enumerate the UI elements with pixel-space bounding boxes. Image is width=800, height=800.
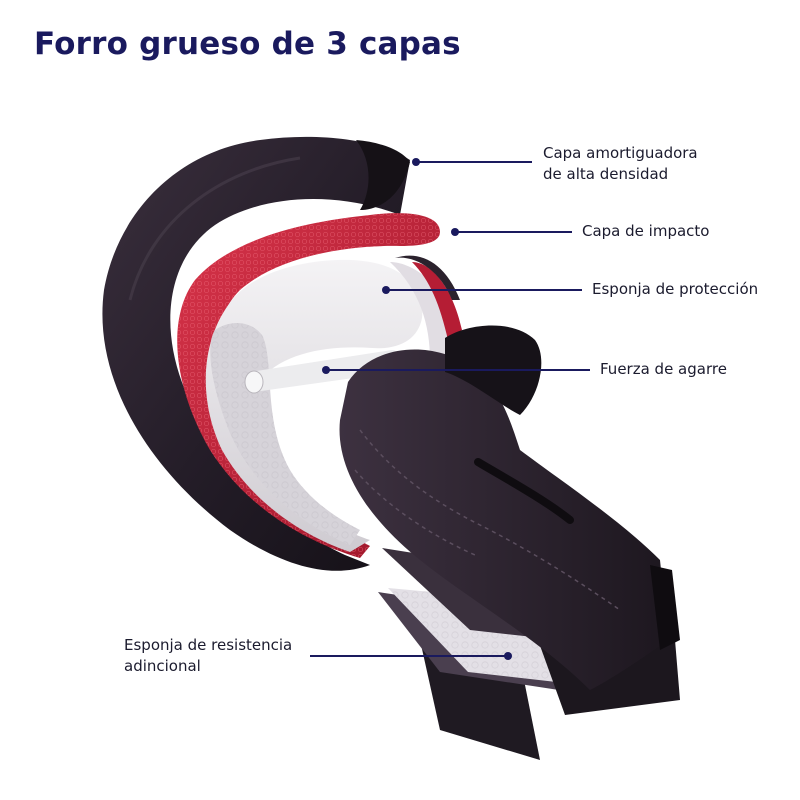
callout-line: adincional <box>124 657 201 675</box>
callout-line: Capa de impacto <box>582 222 710 240</box>
leader-dot-esponja-resistencia <box>504 652 512 660</box>
callout-fuerza-agarre: Fuerza de agarre <box>600 359 727 380</box>
leader-lines <box>310 158 590 660</box>
outer-shell-layer <box>102 136 410 571</box>
leader-dot-fuerza-agarre <box>322 366 330 374</box>
page-title: Forro grueso de 3 capas <box>34 26 461 62</box>
callout-esponja-resistencia: Esponja de resistencia adincional <box>124 635 292 677</box>
callout-capa-amortiguadora: Capa amortiguadora de alta densidad <box>543 143 698 185</box>
leader-dot-capa-amortiguadora <box>412 158 420 166</box>
leader-dot-capa-impacto <box>451 228 459 236</box>
callout-line: Capa amortiguadora <box>543 144 698 162</box>
callout-esponja-proteccion: Esponja de protección <box>592 279 758 300</box>
leader-dot-esponja-proteccion <box>382 286 390 294</box>
callout-capa-impacto: Capa de impacto <box>582 221 709 242</box>
callout-line: Fuerza de agarre <box>600 360 727 378</box>
callout-line: Esponja de resistencia <box>124 636 293 654</box>
callout-line: de alta densidad <box>543 165 669 183</box>
callout-line: Esponja de protección <box>592 280 759 298</box>
